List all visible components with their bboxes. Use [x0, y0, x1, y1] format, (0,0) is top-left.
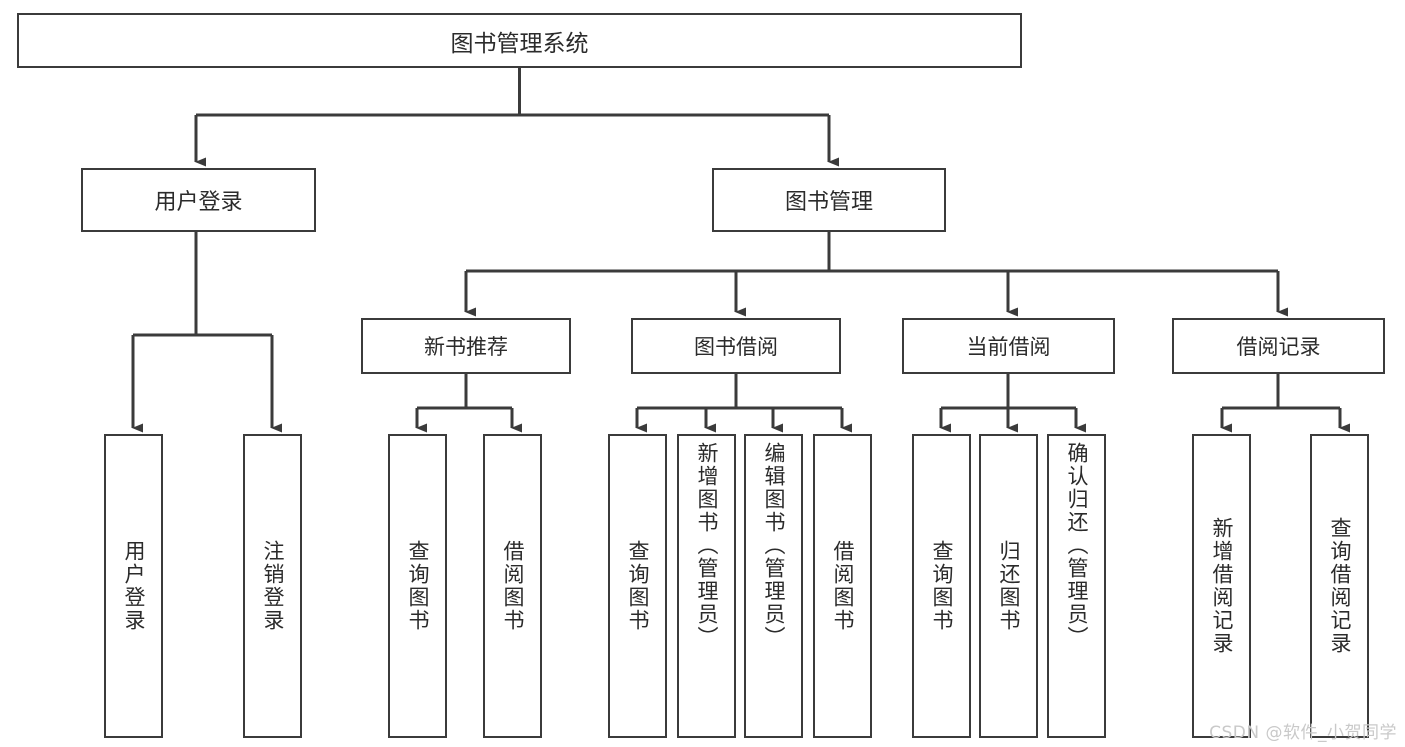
leaf-label: 注销登录 [261, 540, 285, 632]
leaf-label: 确认归还（管理员） [1065, 442, 1089, 649]
node-root[interactable]: 图书管理系统 [17, 13, 1022, 68]
leaf-current-borrow-return[interactable]: 归还图书 [979, 434, 1038, 738]
leaf-label: 借阅图书 [831, 540, 855, 632]
node-book-borrow[interactable]: 图书借阅 [631, 318, 841, 374]
node-book-borrow-label: 图书借阅 [694, 335, 778, 359]
leaf-label: 查询借阅记录 [1328, 517, 1352, 655]
leaf-current-borrow-confirm-return[interactable]: 确认归还（管理员） [1047, 434, 1106, 738]
leaf-book-borrow-borrow[interactable]: 借阅图书 [813, 434, 872, 738]
node-borrow-record[interactable]: 借阅记录 [1172, 318, 1385, 374]
node-new-book-recommend[interactable]: 新书推荐 [361, 318, 571, 374]
leaf-borrow-record-query[interactable]: 查询借阅记录 [1310, 434, 1369, 738]
leaf-user-login-logout[interactable]: 注销登录 [243, 434, 302, 738]
leaf-new-book-query[interactable]: 查询图书 [388, 434, 447, 738]
leaf-label: 归还图书 [997, 540, 1021, 632]
leaf-book-borrow-edit[interactable]: 编辑图书（管理员） [744, 434, 803, 738]
watermark: CSDN @软件_小贺同学 [1209, 723, 1397, 743]
leaf-label: 用户登录 [122, 540, 146, 632]
leaf-current-borrow-query[interactable]: 查询图书 [912, 434, 971, 738]
node-book-management[interactable]: 图书管理 [712, 168, 946, 232]
leaf-label: 新增图书（管理员） [695, 442, 719, 649]
node-user-login-label: 用户登录 [154, 190, 243, 215]
leaf-user-login-login[interactable]: 用户登录 [104, 434, 163, 738]
node-user-login[interactable]: 用户登录 [81, 168, 316, 232]
leaf-book-borrow-add[interactable]: 新增图书（管理员） [677, 434, 736, 738]
leaf-new-book-borrow[interactable]: 借阅图书 [483, 434, 542, 738]
leaf-label: 编辑图书（管理员） [762, 442, 786, 649]
node-borrow-record-label: 借阅记录 [1236, 335, 1321, 359]
node-new-book-recommend-label: 新书推荐 [424, 335, 508, 359]
leaf-label: 新增借阅记录 [1210, 517, 1234, 655]
node-current-borrow-label: 当前借阅 [966, 335, 1051, 359]
leaf-book-borrow-query[interactable]: 查询图书 [608, 434, 667, 738]
leaf-label: 查询图书 [626, 540, 650, 632]
leaf-borrow-record-add[interactable]: 新增借阅记录 [1192, 434, 1251, 738]
node-root-label: 图书管理系统 [450, 30, 589, 57]
leaf-label: 借阅图书 [501, 540, 525, 632]
node-book-management-label: 图书管理 [784, 190, 873, 215]
node-current-borrow[interactable]: 当前借阅 [902, 318, 1115, 374]
leaf-label: 查询图书 [406, 540, 430, 632]
leaf-label: 查询图书 [930, 540, 954, 632]
